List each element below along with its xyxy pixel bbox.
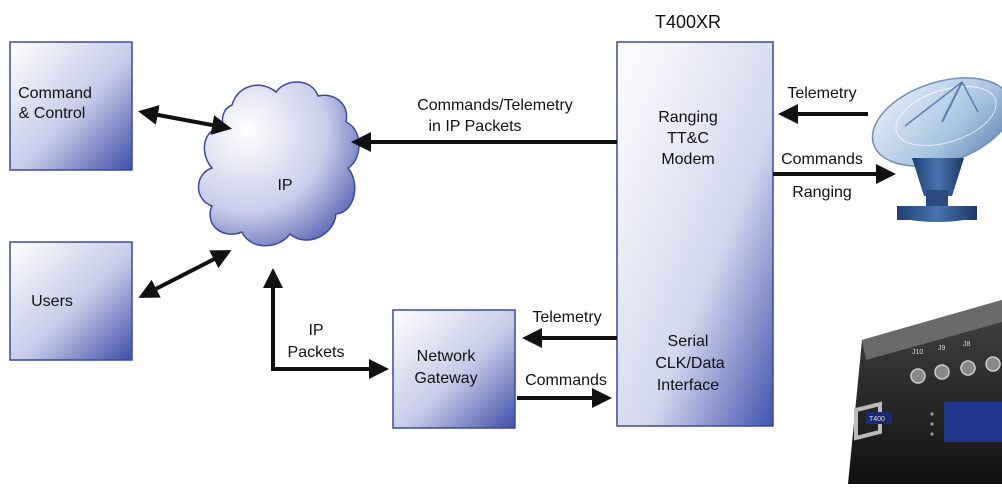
satellite-dish-icon (871, 77, 1002, 222)
label-ip-packets-1: IP (308, 322, 323, 339)
label-telemetry-antenna: Telemetry (787, 85, 856, 102)
label-telemetry-gateway: Telemetry (532, 309, 601, 326)
ip-cloud-label: IP (277, 177, 292, 194)
network-gateway-box: Network Gateway (392, 309, 516, 429)
t400-rack-unit-image: J10 J9 J8 T400 (848, 300, 1002, 484)
svg-text:J10: J10 (912, 349, 923, 356)
label-commands-telemetry-2: in IP Packets (428, 118, 521, 135)
label-commands-telemetry-1: Commands/Telemetry (417, 97, 573, 114)
arrow-ip-gateway (263, 268, 389, 379)
svg-text:J8: J8 (963, 341, 971, 348)
arrow-command-ip (138, 105, 232, 135)
label-ip-packets-2: Packets (288, 344, 345, 361)
modem-bottom-label-2: CLK/Data (655, 355, 724, 372)
modem-top-label-1: Ranging (658, 109, 718, 126)
command-control-label-2: & Control (19, 105, 86, 122)
label-commands-antenna: Commands (781, 151, 863, 168)
network-gateway-label-2: Gateway (414, 370, 477, 387)
users-box: Users (9, 241, 133, 361)
command-control-box: Command & Control (9, 41, 133, 171)
label-commands-gateway: Commands (525, 372, 607, 389)
network-gateway-label-1: Network (417, 348, 477, 365)
label-ranging-antenna: Ranging (792, 184, 852, 201)
ip-cloud: IP (197, 81, 360, 247)
modem-top-label-3: Modem (661, 151, 714, 168)
modem-bottom-label-3: Interface (657, 377, 719, 394)
svg-text:J9: J9 (938, 345, 946, 352)
device-title: T400XR (655, 12, 721, 32)
t400xr-modem-box: Ranging TT&C Modem Serial CLK/Data Inter… (616, 41, 774, 427)
rack-unit-label: T400 (869, 416, 885, 423)
arrow-users-ip (138, 250, 232, 298)
modem-bottom-label-1: Serial (668, 333, 709, 350)
modem-top-label-2: TT&C (667, 130, 709, 147)
command-control-label-1: Command (18, 85, 92, 102)
users-label: Users (31, 293, 73, 310)
